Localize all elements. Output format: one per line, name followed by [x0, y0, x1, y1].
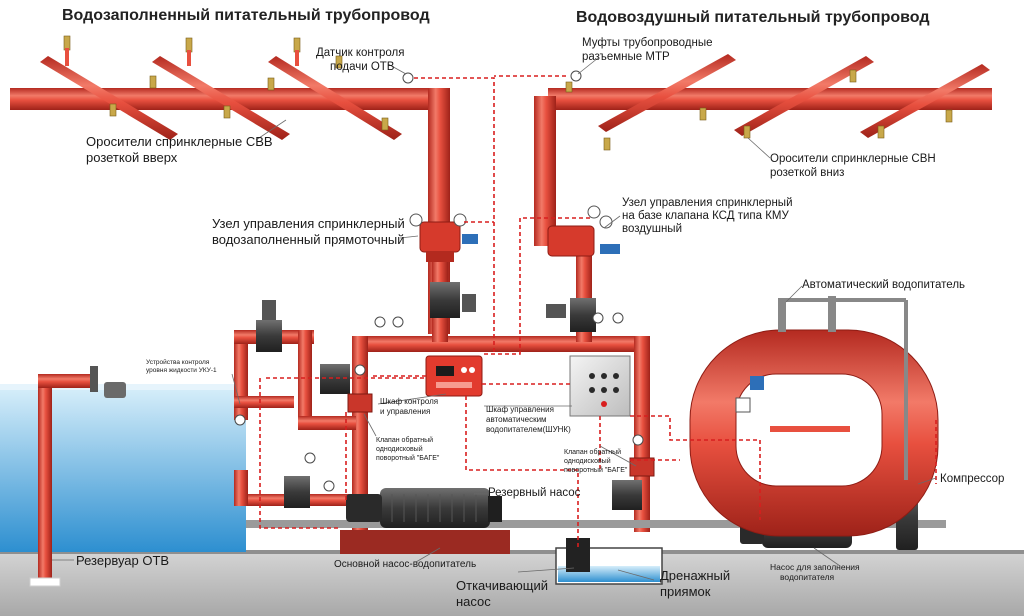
- check-valves: [347, 393, 655, 477]
- label-sprinklers-down-1: Оросители спринклерные СВН: [770, 153, 936, 165]
- label-sprinklers-down-2: розеткой вниз: [770, 167, 844, 179]
- label-check-valve-right-2: однодисковый: [564, 457, 611, 465]
- wet-main-pipe: [10, 35, 450, 334]
- label-check-valve-left-3: поворотный "БАГЕ": [376, 454, 440, 462]
- label-feeder-cabinet-1: Шкаф управления: [486, 405, 554, 414]
- label-leader-lines: [52, 57, 937, 581]
- label-main-pump: Основной насос-водопитатель: [334, 559, 476, 570]
- label-unit-air-3: воздушный: [622, 223, 682, 235]
- suction-gate-valve: [256, 300, 642, 510]
- reservoir-suction-pipe: [29, 366, 126, 587]
- label-feeder-cabinet-2: автоматическим: [486, 415, 547, 424]
- label-sensor-1: Датчик контроля: [316, 47, 405, 59]
- control-cabinet: [425, 355, 483, 397]
- label-check-valve-right-1: Клапан обратный: [564, 448, 621, 456]
- label-feeder-cabinet-3: водопитателем(ШУНК): [486, 425, 571, 434]
- ground-edge: [0, 550, 1024, 554]
- ground: [0, 552, 1024, 616]
- automatic-water-feeder: [689, 296, 939, 537]
- label-sensor-2: подачи ОТВ: [330, 61, 395, 73]
- label-drain-pit-2: приямок: [660, 584, 711, 599]
- control-signal-lines: [259, 75, 937, 548]
- label-check-valve-left-1: Клапан обратный: [376, 436, 433, 444]
- compressor-air-line: [904, 300, 908, 480]
- label-sprinklers-up-2: розеткой вверх: [86, 150, 178, 165]
- label-check-valve-right-3: поворотный "БАГЕ": [564, 466, 628, 474]
- label-drain-pit-1: Дренажный: [660, 568, 730, 583]
- title-dry-pipeline: Водовоздушный питательный трубопровод: [576, 9, 929, 26]
- label-reservoir: Резервуар ОТВ: [76, 553, 169, 568]
- label-unit-air-2: на базе клапана КСД типа КМУ: [622, 210, 789, 222]
- label-couplings-2: разъемные МТР: [582, 51, 670, 63]
- label-auto-feeder: Автоматический водопитатель: [802, 279, 965, 291]
- label-couplings-1: Муфты трубопроводные: [582, 37, 713, 49]
- label-fill-pump-2: водопитателя: [780, 572, 835, 582]
- label-drain-pump-2: насос: [456, 594, 491, 609]
- compressor-air-line-top: [786, 298, 906, 302]
- label-drain-pump-1: Откачивающий: [456, 578, 548, 593]
- label-control-cabinet-2: и управления: [380, 407, 430, 416]
- dry-main-pipe: [534, 54, 992, 246]
- label-control-cabinet-1: Шкаф контроля: [380, 397, 438, 406]
- label-sprinklers-up-1: Оросители спринклерные СВВ: [86, 134, 273, 149]
- label-level-device-1: Устройства контроля: [146, 358, 210, 366]
- title-wet-pipeline: Водозаполненный питательный трубопровод: [62, 7, 430, 24]
- label-compressor: Компрессор: [940, 473, 1004, 485]
- label-unit-water-2: водозаполненный прямоточный: [212, 232, 404, 247]
- label-unit-air-1: Узел управления спринклерный: [622, 197, 793, 209]
- label-reserve-pump: Резервный насос: [488, 487, 581, 499]
- label-unit-water-1: Узел управления спринклерный: [212, 216, 405, 231]
- main-pump: [340, 488, 510, 554]
- drain-pit: [555, 538, 663, 585]
- feeder-cabinet: [569, 355, 631, 417]
- dry-control-valve: [546, 205, 620, 332]
- label-check-valve-left-2: однодисковый: [376, 445, 423, 453]
- wet-control-valve: [409, 213, 478, 318]
- label-fill-pump-1: Насос для заполнения: [770, 562, 860, 572]
- label-level-device-2: уровня жидкости УКУ-1: [146, 367, 217, 374]
- reservoir-tank: [0, 384, 246, 552]
